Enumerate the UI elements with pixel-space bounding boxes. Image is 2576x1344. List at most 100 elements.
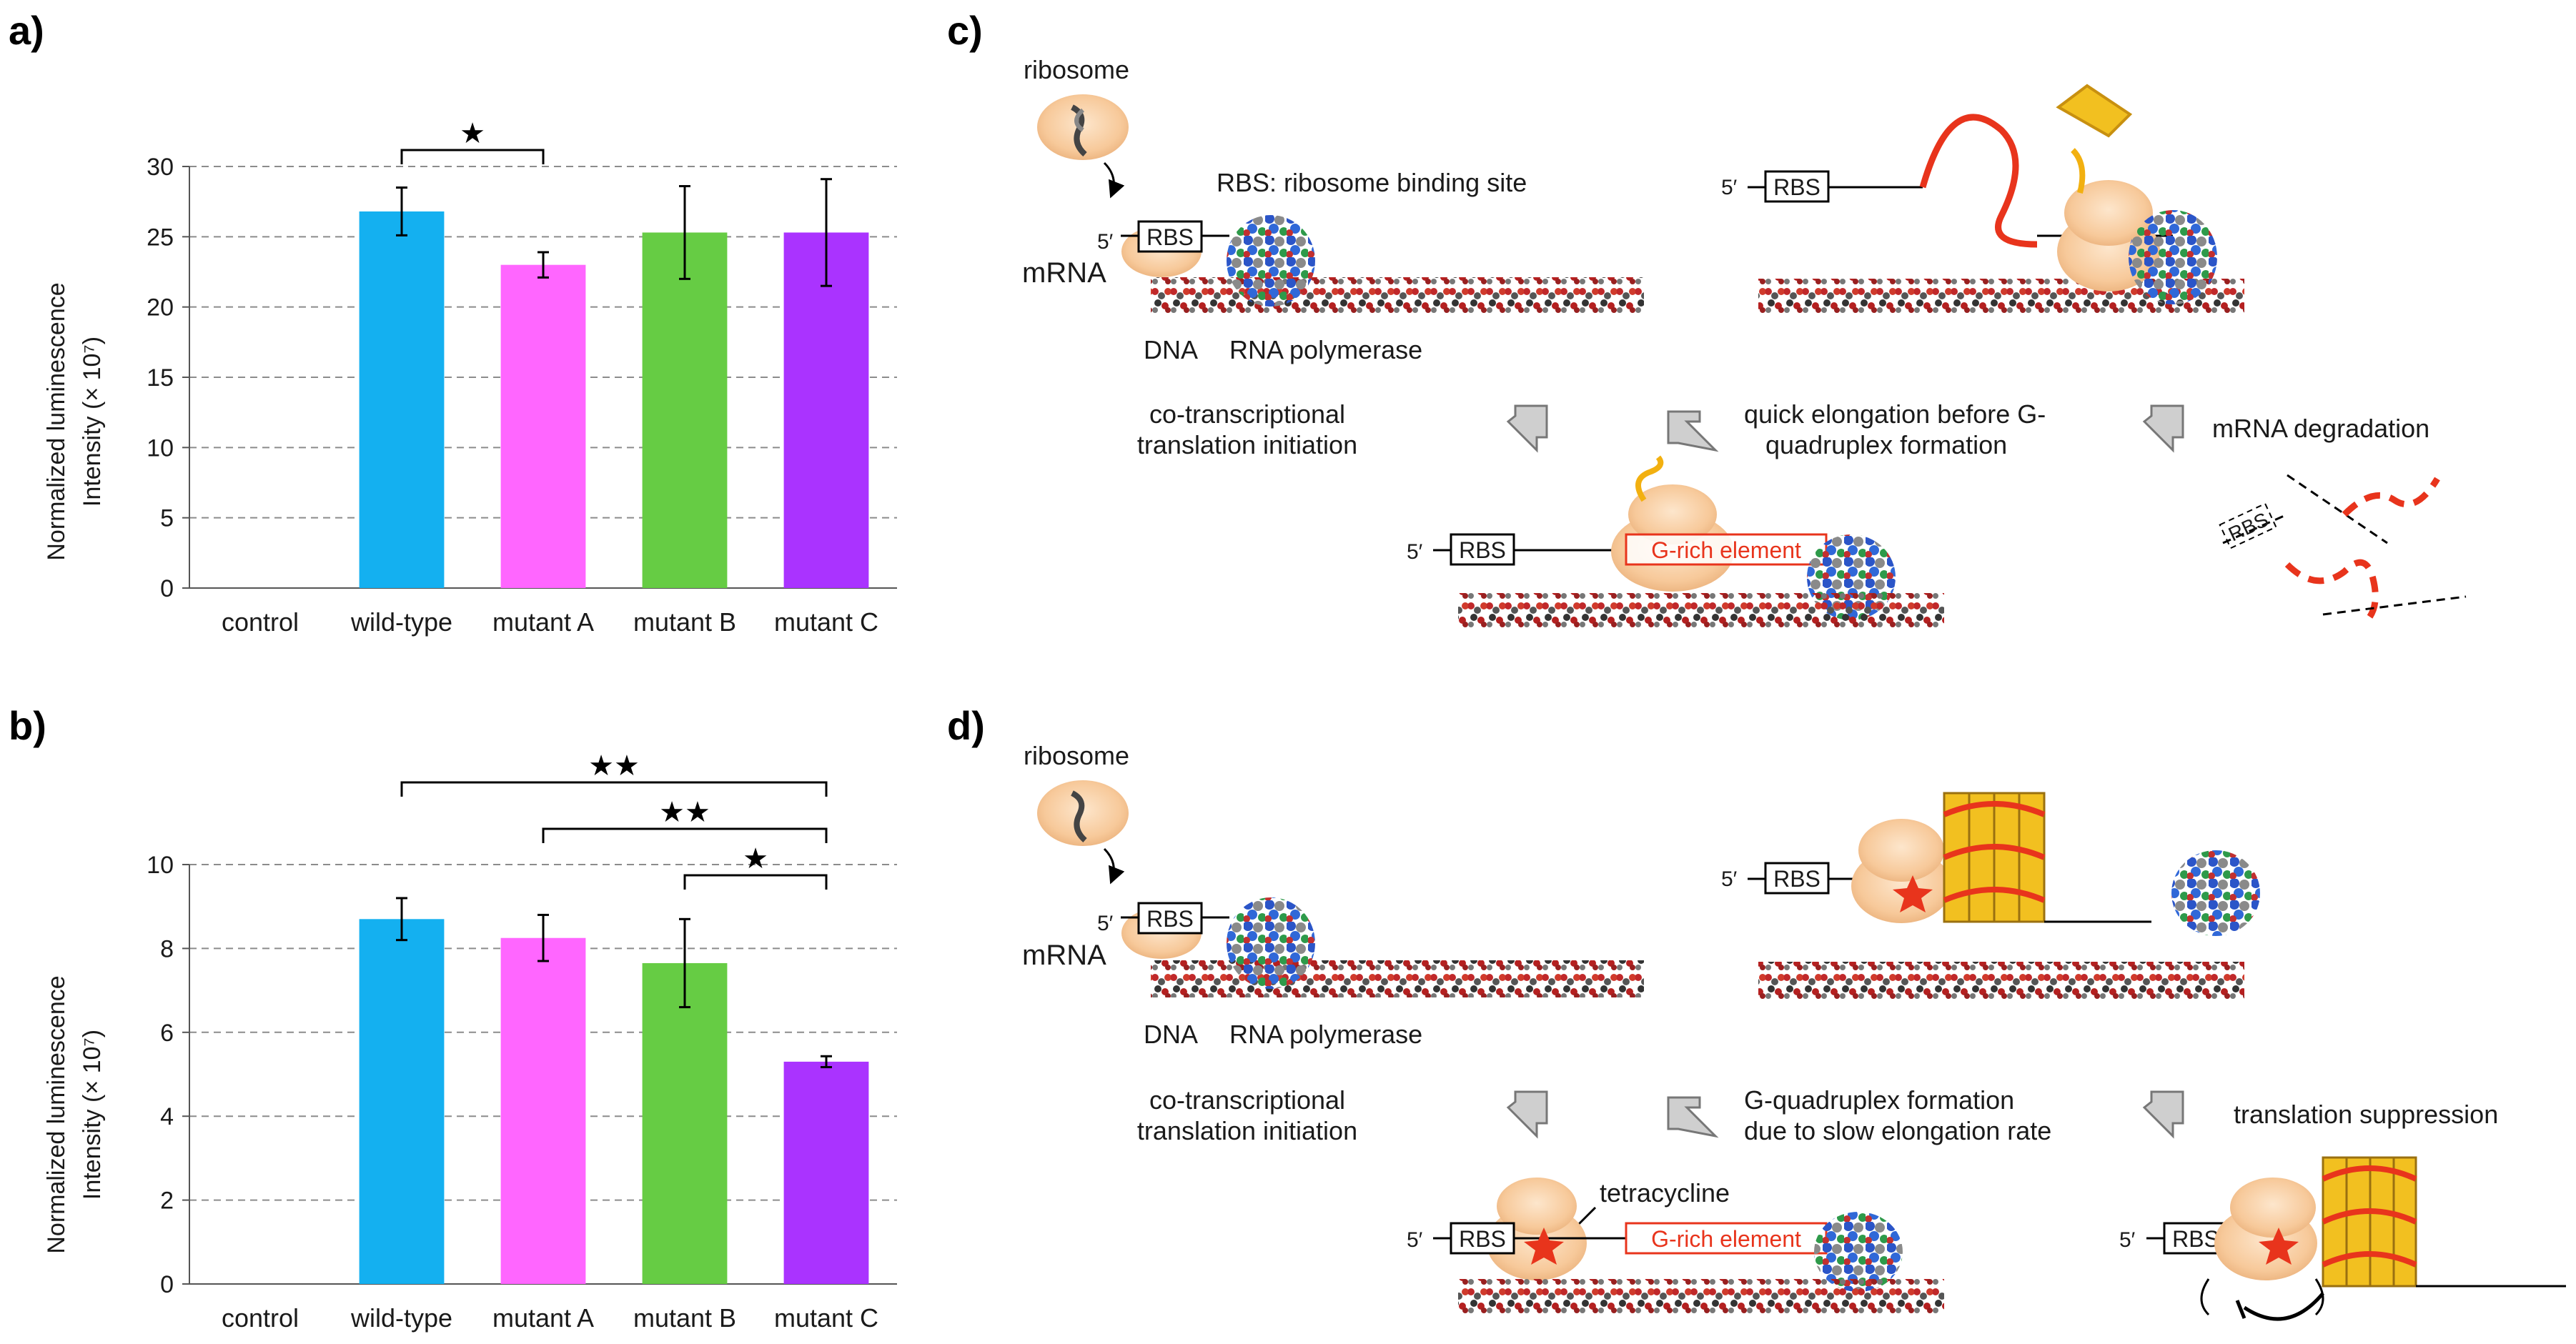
chart-b-xtick-label: wild-type bbox=[350, 1303, 452, 1333]
bar-chart-b: Normalized luminescence Intensity (× 10⁷… bbox=[43, 750, 897, 1333]
chart-b-significance-bracket bbox=[542, 827, 828, 843]
chart-b-xtick-label: mutant C bbox=[774, 1303, 878, 1333]
five-prime-c1: 5′ bbox=[1097, 230, 1114, 254]
chart-b-ylabel-line1: Normalized luminescence bbox=[43, 975, 70, 1253]
construct-d3: tetracycline 5′ RBS G-rich element bbox=[1407, 1178, 1944, 1316]
ribosome-label-c: ribosome bbox=[1024, 55, 1129, 84]
panel-label-a: a) bbox=[9, 8, 44, 53]
chart-a-ytick-label: 30 bbox=[147, 154, 174, 181]
rbs-box-c3: RBS bbox=[1459, 537, 1506, 563]
construct-c3: 5′ RBS G-rich element bbox=[1407, 455, 1944, 630]
step-arrow-c3 bbox=[2142, 404, 2184, 453]
tetracycline-label: tetracycline bbox=[1600, 1178, 1730, 1208]
chart-b-significance-bracket bbox=[400, 781, 828, 797]
panel-label-b: b) bbox=[9, 703, 46, 748]
chart-a-xtick-label: control bbox=[222, 607, 299, 637]
chart-b-ytick-label: 4 bbox=[160, 1103, 174, 1130]
chart-a-bar-mutant-C bbox=[783, 232, 869, 588]
rbs-box-c1: RBS bbox=[1146, 224, 1194, 250]
chart-a-ytick-label: 10 bbox=[147, 434, 174, 462]
step2-text-c-line1: quick elongation before G- bbox=[1744, 399, 2046, 429]
chart-a-significance-label: ★ bbox=[460, 117, 485, 150]
chart-a-ytick-label: 0 bbox=[160, 575, 174, 602]
chart-a-ylabel-line2: Intensity (× 10⁷) bbox=[79, 337, 106, 507]
chart-b-bar-mutant-C bbox=[783, 1061, 869, 1284]
tetracycline-star-d3 bbox=[1524, 1228, 1564, 1265]
chart-b-significance-bracket bbox=[683, 874, 828, 890]
chart-a-bar-mutant-A bbox=[500, 264, 586, 588]
five-prime-d2: 5′ bbox=[1721, 867, 1738, 891]
chart-b-ytick-label: 10 bbox=[147, 852, 174, 879]
chart-b-ytick-label: 2 bbox=[160, 1188, 174, 1215]
step1-text-d-line2: translation initiation bbox=[1137, 1116, 1357, 1145]
mrna-label-d1: mRNA bbox=[1022, 940, 1106, 971]
rna-polymerase-label-c1: RNA polymerase bbox=[1229, 335, 1422, 364]
five-prime-c2: 5′ bbox=[1721, 176, 1738, 199]
chart-b-ytick-label: 8 bbox=[160, 935, 174, 962]
diagram-d: ribosome 5′ RBS mRNA DNA RNA polymerase … bbox=[1022, 741, 2566, 1321]
chart-b-ytick-label: 6 bbox=[160, 1020, 174, 1047]
chart-b-xtick-label: mutant B bbox=[633, 1303, 736, 1333]
chart-b-significance-label: ★★ bbox=[588, 750, 640, 782]
step-arrow-d2 bbox=[1667, 1096, 1719, 1138]
ribosome-free-c: ribosome bbox=[1024, 55, 1129, 199]
chart-a-significance-bracket bbox=[400, 149, 545, 164]
chart-a-bar-mutant-B bbox=[642, 232, 728, 588]
step2-text-d-line2: due to slow elongation rate bbox=[1744, 1116, 2051, 1145]
chart-a-xtick-label: wild-type bbox=[350, 607, 452, 637]
step2-text-d-line1: G-quadruplex formation bbox=[1744, 1085, 2014, 1115]
five-prime-d3: 5′ bbox=[1407, 1228, 1423, 1252]
panel-label-d: d) bbox=[947, 703, 985, 748]
construct-d1: 5′ RBS mRNA DNA RNA polymerase bbox=[1022, 897, 1644, 1049]
chart-b-significance-label: ★ bbox=[743, 842, 768, 875]
construct-d2: 5′ RBS bbox=[1721, 792, 2260, 999]
step3-text-c: mRNA degradation bbox=[2212, 414, 2429, 443]
step1-text-c-line1: co-transcriptional bbox=[1149, 399, 1345, 429]
chart-b-ylabel-line2: Intensity (× 10⁷) bbox=[79, 1030, 106, 1200]
chart-b-bar-mutant-B bbox=[642, 962, 728, 1284]
step-arrow-d1 bbox=[1506, 1090, 1548, 1139]
step-arrow-d3 bbox=[2142, 1090, 2184, 1139]
chart-a-ytick-label: 25 bbox=[147, 224, 174, 251]
degraded-mrna: RBS bbox=[2219, 474, 2467, 624]
chart-a-ylabel-line1: Normalized luminescence bbox=[43, 282, 70, 560]
chart-a-ytick-label: 15 bbox=[147, 364, 174, 392]
chart-a-ytick-label: 20 bbox=[147, 294, 174, 322]
rbs-box-d1: RBS bbox=[1146, 906, 1194, 932]
chart-b-bar-mutant-A bbox=[500, 937, 586, 1284]
bar-chart-a: Normalized luminescence Intensity (× 10⁷… bbox=[43, 117, 897, 637]
mrna-label-c1: mRNA bbox=[1022, 257, 1106, 289]
rbs-box-c2: RBS bbox=[1773, 174, 1820, 200]
dna-label-c1: DNA bbox=[1144, 335, 1198, 364]
construct-d4: 5′ RBS bbox=[2119, 1156, 2566, 1321]
chart-a-xtick-label: mutant B bbox=[633, 607, 736, 637]
five-prime-d1: 5′ bbox=[1097, 912, 1114, 935]
chart-b-bar-wild-type bbox=[359, 919, 445, 1284]
step2-text-c-line2: quadruplex formation bbox=[1765, 430, 2007, 459]
step1-text-d-line1: co-transcriptional bbox=[1149, 1085, 1345, 1115]
chart-a-xtick-label: mutant C bbox=[774, 607, 878, 637]
step1-text-c-line2: translation initiation bbox=[1137, 430, 1357, 459]
g-rich-element-c: G-rich element bbox=[1651, 537, 1801, 563]
dna-label-d1: DNA bbox=[1144, 1020, 1198, 1049]
g-rich-element-d: G-rich element bbox=[1651, 1226, 1801, 1252]
chart-a-bar-wild-type bbox=[359, 211, 445, 588]
chart-a-ytick-label: 5 bbox=[160, 505, 174, 532]
step3-text-d: translation suppression bbox=[2234, 1100, 2498, 1129]
diagram-c: ribosome RBS: ribosome binding site 5′ R… bbox=[1022, 55, 2467, 630]
rna-polymerase-label-d1: RNA polymerase bbox=[1229, 1020, 1422, 1049]
g-quadruplex-d2 bbox=[1943, 792, 2046, 923]
rbs-box-degraded: RBS bbox=[2225, 508, 2272, 545]
chart-b-xtick-label: control bbox=[222, 1303, 299, 1333]
step-arrow-c1 bbox=[1506, 404, 1548, 453]
rbs-definition: RBS: ribosome binding site bbox=[1217, 168, 1527, 197]
step-arrow-c2 bbox=[1667, 410, 1719, 452]
panel-label-c: c) bbox=[947, 8, 983, 53]
chart-b-ytick-label: 0 bbox=[160, 1271, 174, 1298]
chart-b-significance-label: ★★ bbox=[659, 796, 710, 829]
rbs-box-d3: RBS bbox=[1459, 1226, 1506, 1252]
five-prime-d4: 5′ bbox=[2119, 1228, 2136, 1252]
ribosome-free-d: ribosome bbox=[1024, 741, 1129, 885]
chart-a-xtick-label: mutant A bbox=[492, 607, 594, 637]
